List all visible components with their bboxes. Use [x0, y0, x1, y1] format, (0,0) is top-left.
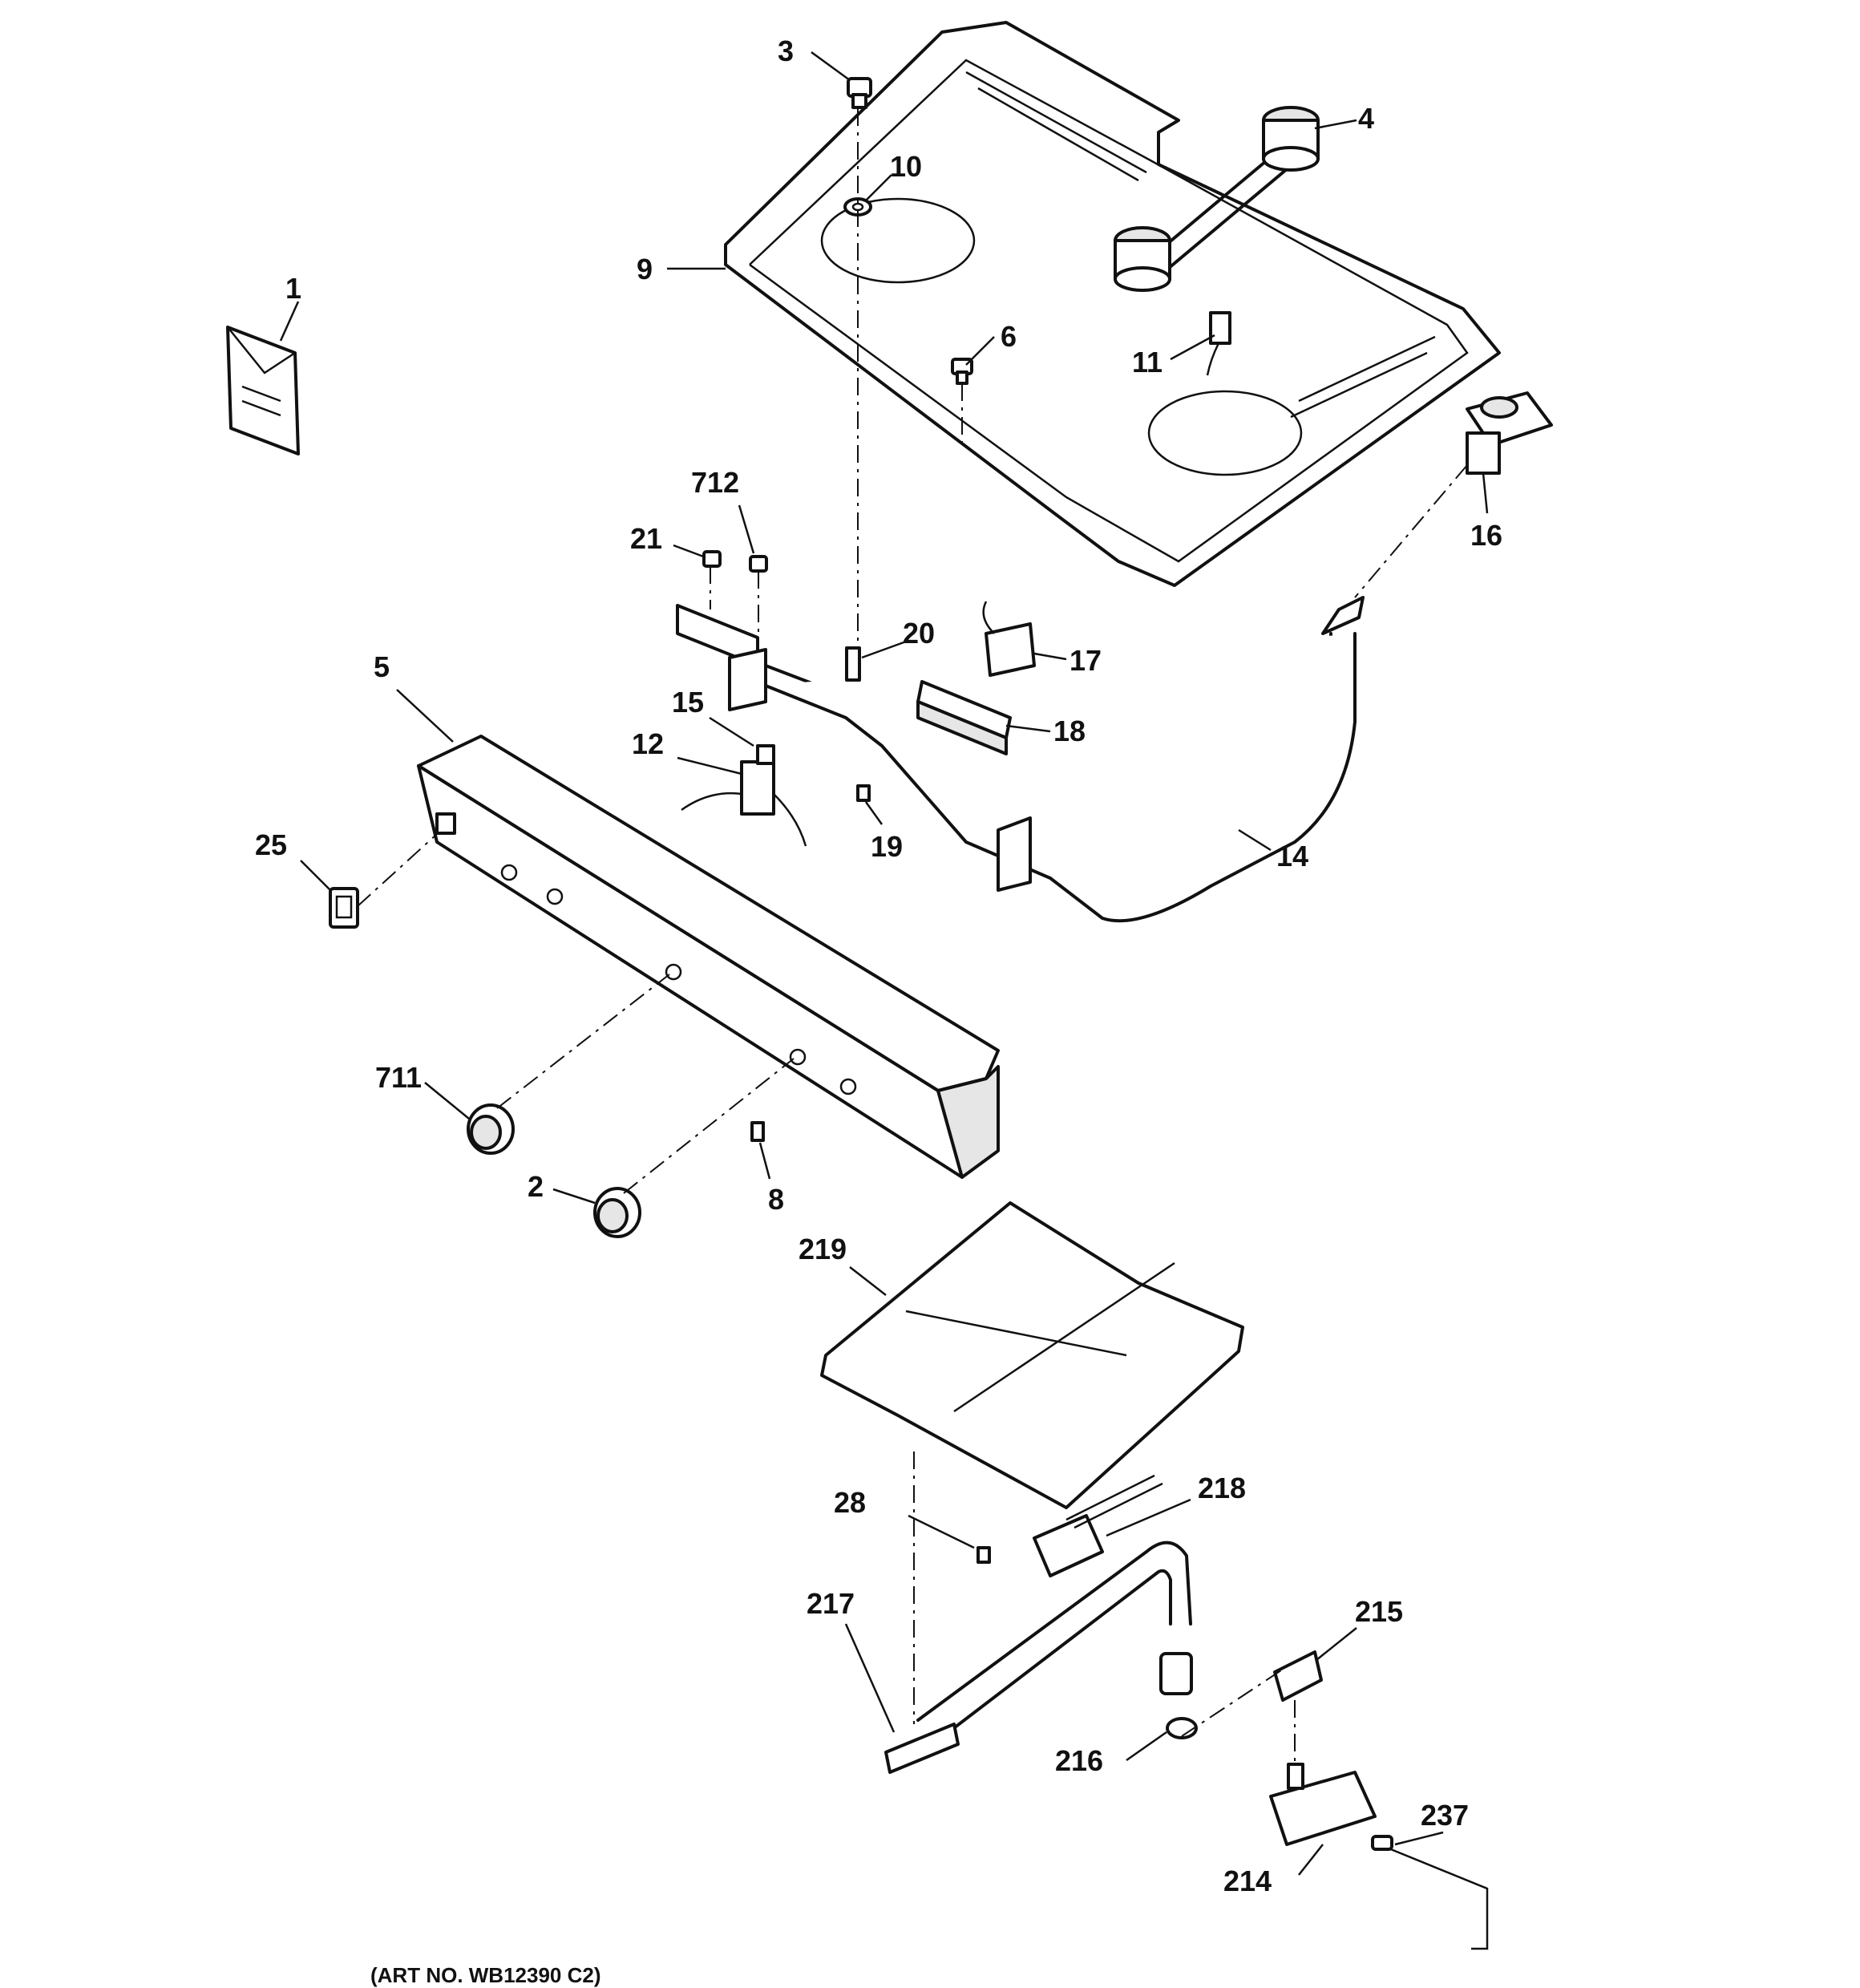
burner-tube	[884, 1541, 1192, 1774]
callout-711: 711	[375, 1061, 423, 1094]
callout-15: 15	[672, 686, 705, 719]
stud-20	[845, 646, 861, 682]
ignition-connector	[1033, 1474, 1163, 1577]
leader-lines	[279, 51, 1489, 1876]
callout-214: 214	[1223, 1865, 1272, 1897]
switch	[329, 887, 359, 929]
spark-module	[982, 601, 1036, 677]
callout-21: 21	[630, 522, 663, 555]
callout-9: 9	[637, 253, 653, 285]
circuit-board	[916, 680, 1012, 755]
callout-237: 237	[1421, 1799, 1470, 1832]
knob-711	[467, 1103, 515, 1155]
knob-2	[593, 1187, 641, 1238]
callout-2: 2	[528, 1170, 544, 1203]
screw-8	[750, 1121, 765, 1142]
callout-5: 5	[374, 650, 390, 683]
valve-switch	[681, 744, 807, 847]
art-number: (ART NO. WB12390 C2)	[370, 1963, 601, 1987]
burner-box-tray	[724, 21, 1501, 587]
callout-712: 712	[691, 466, 740, 499]
callout-4: 4	[1358, 102, 1375, 135]
callout-19: 19	[871, 830, 904, 863]
callout-14: 14	[1276, 840, 1309, 873]
wire-clip	[1206, 311, 1231, 376]
literature-envelope	[226, 326, 300, 455]
plug-button	[847, 77, 872, 109]
screw-21	[702, 550, 722, 568]
burner-cup-216	[1159, 1652, 1198, 1739]
screw-28	[976, 1546, 991, 1564]
callout-16: 16	[1470, 519, 1503, 552]
callout-17: 17	[1070, 644, 1102, 677]
screw-19	[856, 784, 871, 802]
pressure-regulator	[1466, 391, 1553, 475]
callout-217: 217	[807, 1587, 855, 1620]
callout-18: 18	[1053, 715, 1086, 747]
callout-10: 10	[890, 150, 923, 183]
callout-218: 218	[1198, 1472, 1247, 1504]
callout-216: 216	[1055, 1744, 1104, 1777]
callout-25: 25	[255, 828, 288, 861]
alignment-lines	[357, 108, 1468, 1764]
manifold-pipe	[676, 596, 1365, 923]
callout-219: 219	[799, 1233, 847, 1265]
callout-215: 215	[1355, 1595, 1404, 1628]
callout-1: 1	[285, 272, 302, 305]
burner-base-pair	[1114, 106, 1320, 292]
callout-20: 20	[903, 617, 936, 650]
callout-8: 8	[768, 1183, 785, 1216]
screw-712	[749, 555, 768, 573]
callout-6: 6	[1001, 320, 1017, 353]
control-panel	[417, 735, 1000, 1179]
bottom-shield	[820, 1201, 1244, 1509]
callout-28: 28	[834, 1486, 867, 1519]
callout-3: 3	[778, 34, 795, 67]
callout-12: 12	[632, 727, 665, 760]
valve-214	[1269, 1763, 1377, 1846]
tube-237	[1371, 1835, 1489, 1950]
callout-11: 11	[1132, 346, 1163, 379]
bracket-215	[1273, 1650, 1323, 1702]
